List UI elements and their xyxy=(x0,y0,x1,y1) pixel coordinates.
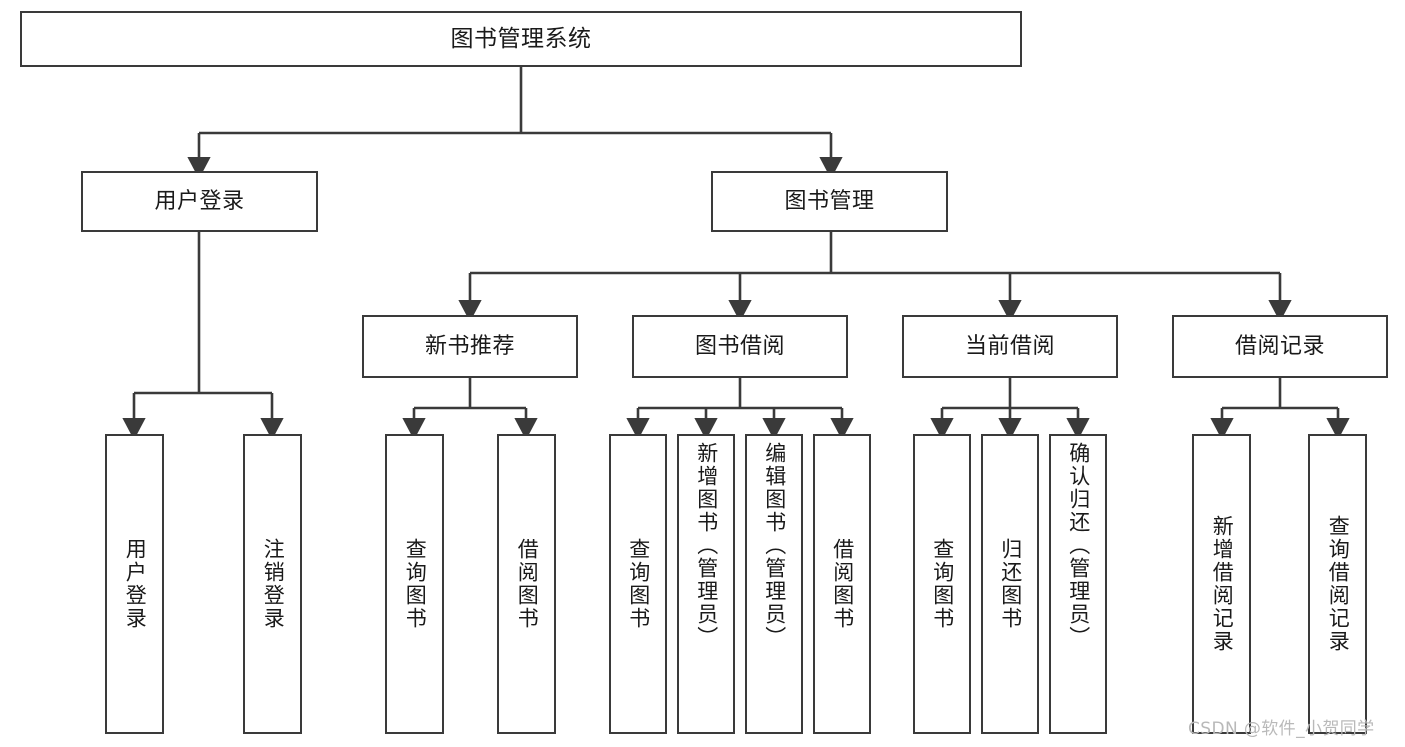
leaf-logout[interactable]: 注销登录 xyxy=(243,434,302,734)
leaf-query-book-1-label: 查询图书 xyxy=(403,538,428,630)
leaf-confirm-return-label: 确认归还（管理员） xyxy=(1066,442,1091,649)
leaf-user-login-label: 用户登录 xyxy=(123,538,148,630)
leaf-edit-book-label: 编辑图书（管理员） xyxy=(762,442,787,649)
csdn-watermark: CSDN @软件_小贺同学 xyxy=(1188,719,1375,739)
leaf-query-book-3-label: 查询图书 xyxy=(930,538,955,630)
node-user-login-label: 用户登录 xyxy=(154,188,245,214)
leaf-borrow-book-1-label: 借阅图书 xyxy=(515,538,540,630)
node-new-book-recommend-label: 新书推荐 xyxy=(424,333,515,359)
leaf-query-borrow-record[interactable]: 查询借阅记录 xyxy=(1308,434,1367,734)
leaf-query-book-1[interactable]: 查询图书 xyxy=(385,434,444,734)
node-book-manage[interactable]: 图书管理 xyxy=(711,171,948,232)
leaf-add-borrow-record[interactable]: 新增借阅记录 xyxy=(1192,434,1251,734)
node-borrow-record-label: 借阅记录 xyxy=(1234,333,1325,359)
leaf-query-book-2-label: 查询图书 xyxy=(626,538,651,630)
node-current-borrow-label: 当前借阅 xyxy=(964,333,1055,359)
leaf-query-book-3[interactable]: 查询图书 xyxy=(913,434,971,734)
leaf-borrow-book-1[interactable]: 借阅图书 xyxy=(497,434,556,734)
leaf-return-book-label: 归还图书 xyxy=(998,538,1023,630)
leaf-add-book-label: 新增图书（管理员） xyxy=(694,442,719,649)
leaf-user-login[interactable]: 用户登录 xyxy=(105,434,164,734)
leaf-borrow-book-2-label: 借阅图书 xyxy=(830,538,855,630)
node-new-book-recommend[interactable]: 新书推荐 xyxy=(362,315,578,378)
leaf-edit-book[interactable]: 编辑图书（管理员） xyxy=(745,434,803,734)
node-current-borrow[interactable]: 当前借阅 xyxy=(902,315,1118,378)
node-book-manage-label: 图书管理 xyxy=(784,188,875,214)
leaf-borrow-book-2[interactable]: 借阅图书 xyxy=(813,434,871,734)
leaf-query-borrow-record-label: 查询借阅记录 xyxy=(1326,515,1351,653)
leaf-return-book[interactable]: 归还图书 xyxy=(981,434,1039,734)
leaf-add-book[interactable]: 新增图书（管理员） xyxy=(677,434,735,734)
leaf-add-borrow-record-label: 新增借阅记录 xyxy=(1210,515,1235,653)
leaf-logout-label: 注销登录 xyxy=(261,538,286,630)
node-user-login[interactable]: 用户登录 xyxy=(81,171,318,232)
node-root-system-label: 图书管理系统 xyxy=(450,25,592,52)
leaf-confirm-return[interactable]: 确认归还（管理员） xyxy=(1049,434,1107,734)
node-root-system[interactable]: 图书管理系统 xyxy=(20,11,1022,67)
node-book-borrow-label: 图书借阅 xyxy=(694,333,785,359)
leaf-query-book-2[interactable]: 查询图书 xyxy=(609,434,667,734)
node-borrow-record[interactable]: 借阅记录 xyxy=(1172,315,1388,378)
node-book-borrow[interactable]: 图书借阅 xyxy=(632,315,848,378)
